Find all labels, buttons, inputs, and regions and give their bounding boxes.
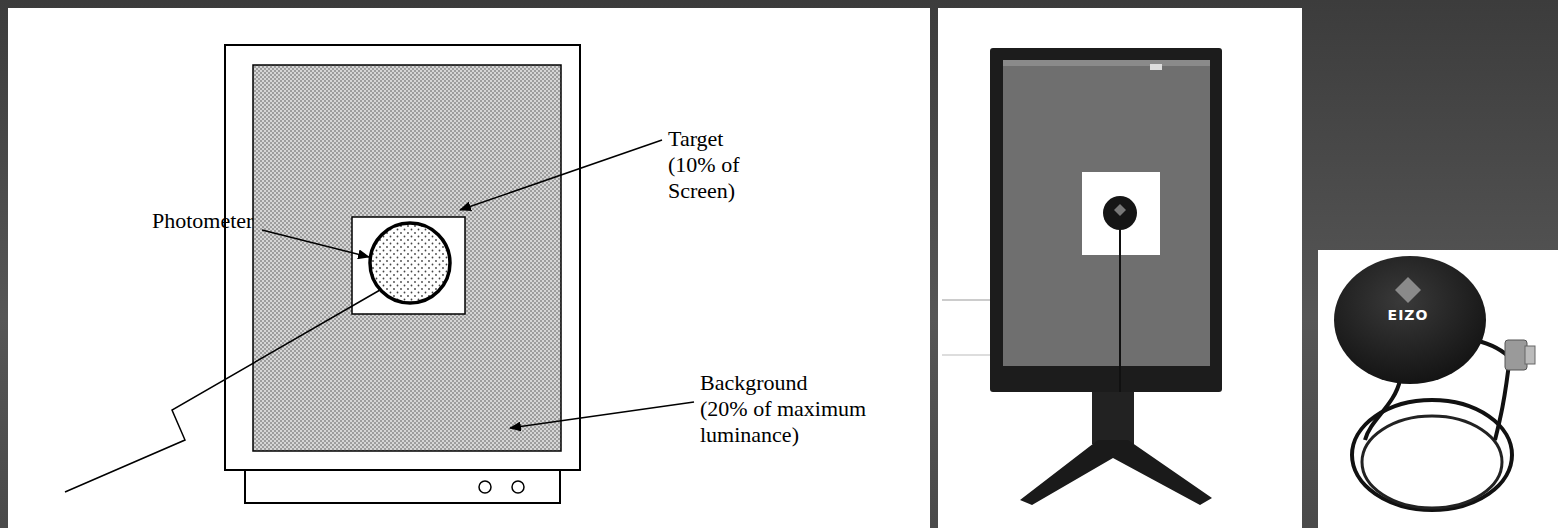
brand-label: EIZO: [1378, 307, 1438, 324]
screen-strip: [1003, 60, 1210, 66]
cable-coil: [1352, 400, 1512, 510]
photometer-circle: [370, 223, 450, 303]
button: [479, 481, 491, 493]
screen-background: [253, 65, 561, 451]
leader-arrow: [262, 230, 369, 257]
stand-neck: [1092, 392, 1134, 444]
background-label: Background (20% of maximum luminance): [700, 370, 915, 448]
connector-pins: [1525, 346, 1535, 364]
photometer-label: Photometer: [152, 208, 253, 234]
connector: [1505, 340, 1527, 370]
panel: [8, 8, 930, 528]
button: [512, 481, 524, 493]
sensor-logo: [1395, 277, 1421, 303]
panel: [938, 8, 1302, 528]
leader-arrow: [460, 140, 662, 210]
spacer: [820, 370, 915, 394]
cable: [1119, 228, 1121, 392]
target-square: [352, 217, 465, 314]
leader-arrow: [510, 402, 694, 428]
cable-coil: [1362, 416, 1502, 508]
panel: [1318, 250, 1558, 528]
target-label: Target (10% of Screen): [668, 126, 754, 204]
stand-base: [1020, 440, 1212, 505]
cable: [65, 290, 380, 492]
sensor-logo: [1114, 204, 1126, 216]
table-edge: [942, 354, 990, 356]
monitor-bezel: [225, 45, 580, 470]
sensor-puck: [1334, 256, 1486, 384]
monitor-photo: [990, 48, 1222, 392]
screen-mark: [1150, 64, 1162, 70]
screen-photo: [1003, 60, 1210, 366]
monitor-base: [245, 470, 560, 503]
table-edge: [942, 299, 990, 301]
sensor: [1103, 196, 1137, 230]
cable: [1365, 380, 1400, 440]
